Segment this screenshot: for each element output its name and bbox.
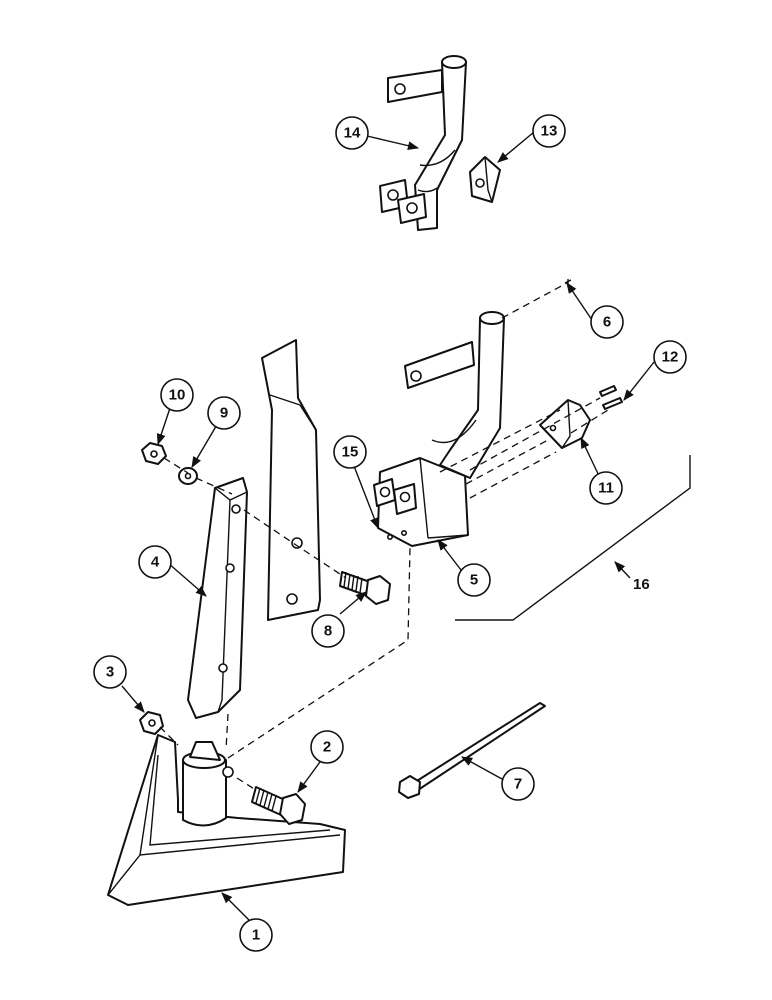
callout-14: 14 [335, 116, 369, 150]
callout-6-label: 6 [603, 314, 611, 331]
part-4-shin [187, 477, 248, 719]
part-12-pins [599, 385, 623, 410]
callout-8: 8 [311, 614, 345, 648]
callout-7: 7 [501, 767, 535, 801]
callout-9-label: 9 [220, 405, 228, 422]
callout-7-label: 7 [514, 776, 522, 793]
part-5-boot [373, 311, 505, 547]
part-11-bracket [539, 399, 591, 449]
callout-13: 13 [532, 114, 566, 148]
callout-16-text: 16 [633, 576, 650, 593]
callout-2-label: 2 [323, 739, 331, 756]
part-10-nut [141, 442, 167, 465]
callout-13-label: 13 [541, 123, 558, 140]
leader-lines [121, 131, 655, 921]
callout-10-label: 10 [169, 387, 186, 404]
callout-11-label: 11 [598, 480, 614, 497]
part-8-bolt [339, 571, 391, 605]
part-7-cable-tie [398, 702, 546, 799]
callout-9: 9 [207, 396, 241, 430]
callout-6: 6 [590, 305, 624, 339]
callout-12-label: 12 [662, 349, 679, 366]
callout-5: 5 [457, 563, 491, 597]
callout-4-label: 4 [151, 554, 160, 571]
callout-16-label: 16 [633, 576, 650, 593]
part-3-nut [139, 711, 164, 735]
callout-12: 12 [653, 340, 687, 374]
part-14-upper-tube [379, 55, 467, 231]
callout-2: 2 [310, 730, 344, 764]
callout-4: 4 [138, 545, 172, 579]
callout-3-label: 3 [106, 664, 114, 681]
callout-15: 15 [333, 435, 367, 469]
callout-3: 3 [93, 655, 127, 689]
part-13-bracket [469, 156, 501, 203]
assembly-lines [159, 282, 609, 791]
callout-5-label: 5 [470, 572, 478, 589]
callout-10: 10 [160, 378, 194, 412]
part-1-sweep [107, 734, 346, 906]
callout-8-label: 8 [324, 623, 332, 640]
frame-shank [261, 339, 321, 621]
callout-11: 11 [589, 471, 623, 505]
callout-1-label: 1 [252, 927, 260, 944]
part-9-washer [178, 467, 198, 485]
callout-14-label: 14 [344, 125, 361, 142]
callout-15-label: 15 [342, 444, 359, 461]
callout-1: 1 [239, 918, 273, 952]
part-2-bolt [251, 786, 306, 825]
